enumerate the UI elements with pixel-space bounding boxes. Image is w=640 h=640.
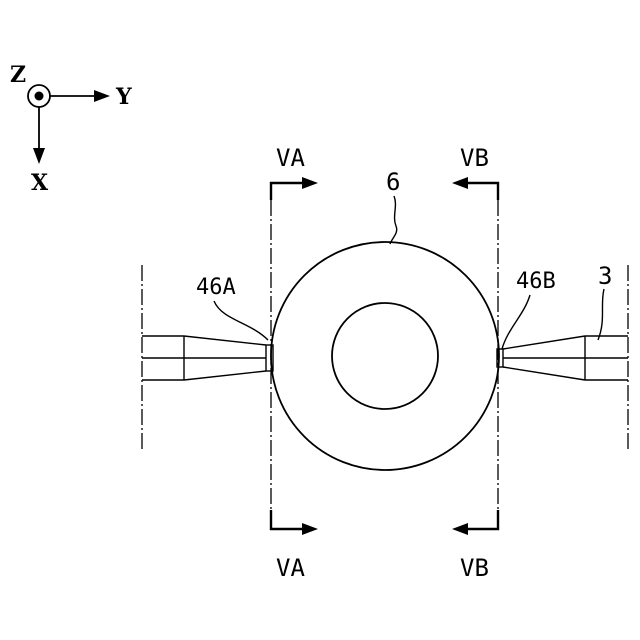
section-label-vb-top: VB xyxy=(460,144,489,172)
y-axis-label: Y xyxy=(115,84,132,110)
ring-outer-circle xyxy=(271,242,499,470)
ring-inner-circle xyxy=(332,303,438,409)
section-line-va xyxy=(271,177,318,535)
right-nozzle-assembly xyxy=(497,336,628,380)
section-label-va-bottom: VA xyxy=(276,554,305,582)
ref-right-nozzle: 46B xyxy=(516,269,556,294)
ref-left-nozzle: 46A xyxy=(196,275,236,300)
z-axis-label: Z xyxy=(10,62,26,88)
z-axis-dot xyxy=(35,92,44,101)
leader-ring xyxy=(390,196,397,244)
section-label-vb-bottom: VB xyxy=(460,554,489,582)
x-axis-arrowhead xyxy=(33,148,45,164)
leader-support xyxy=(598,289,604,340)
y-axis-arrowhead xyxy=(94,90,110,102)
section-label-va-top: VA xyxy=(276,144,305,172)
leader-right-nozzle xyxy=(502,295,530,349)
coordinate-axes: Z Y X xyxy=(10,62,132,196)
x-axis-label: X xyxy=(31,170,49,196)
ref-support: 3 xyxy=(598,262,612,290)
section-line-vb xyxy=(452,177,498,535)
ref-ring: 6 xyxy=(386,168,400,196)
leader-left-nozzle xyxy=(214,301,268,340)
left-nozzle-assembly xyxy=(142,336,273,380)
